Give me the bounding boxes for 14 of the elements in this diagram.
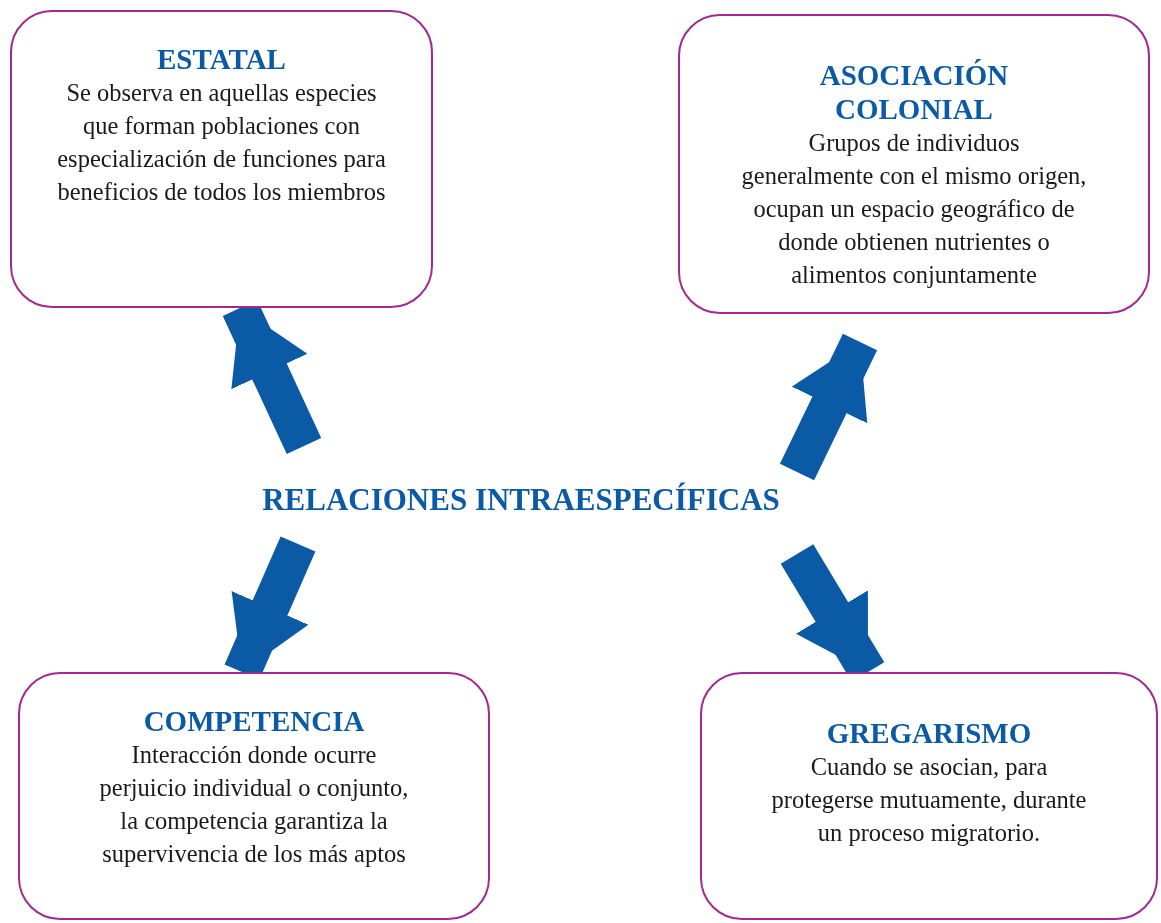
card-title: GREGARISMO: [826, 716, 1032, 750]
card-title: COMPETENCIA: [143, 704, 365, 738]
card-description: Cuando se asocian, para protegerse mutuamente, durante un proceso migratorio.: [771, 752, 1087, 848]
card-title: RELACIONES INTRAESPECÍFICAS: [262, 483, 780, 517]
card-description: Se observa en aquellas especies que forman poblaciones con especialización de funciones para beneficios de todos los miembros: [56, 78, 387, 207]
concept-card: [18, 672, 490, 920]
concept-card: [678, 14, 1150, 314]
arrow: [779, 333, 878, 481]
concept-card: [10, 10, 433, 308]
card-description: Grupos de individuos generalmente con el mismo origen, ocupan un espacio geográfico de donde obtienen nutrientes o alimentos conjuntamente: [741, 128, 1087, 290]
card-title: ASOCIACIÓN COLONIAL: [818, 58, 1010, 126]
card-description: Interacción donde ocurre perjuicio individual o conjunto, la competencia garantiza la supervivencia de los más aptos: [98, 740, 410, 869]
card-title: ESTATAL: [157, 42, 286, 76]
concept-card: [700, 672, 1158, 920]
